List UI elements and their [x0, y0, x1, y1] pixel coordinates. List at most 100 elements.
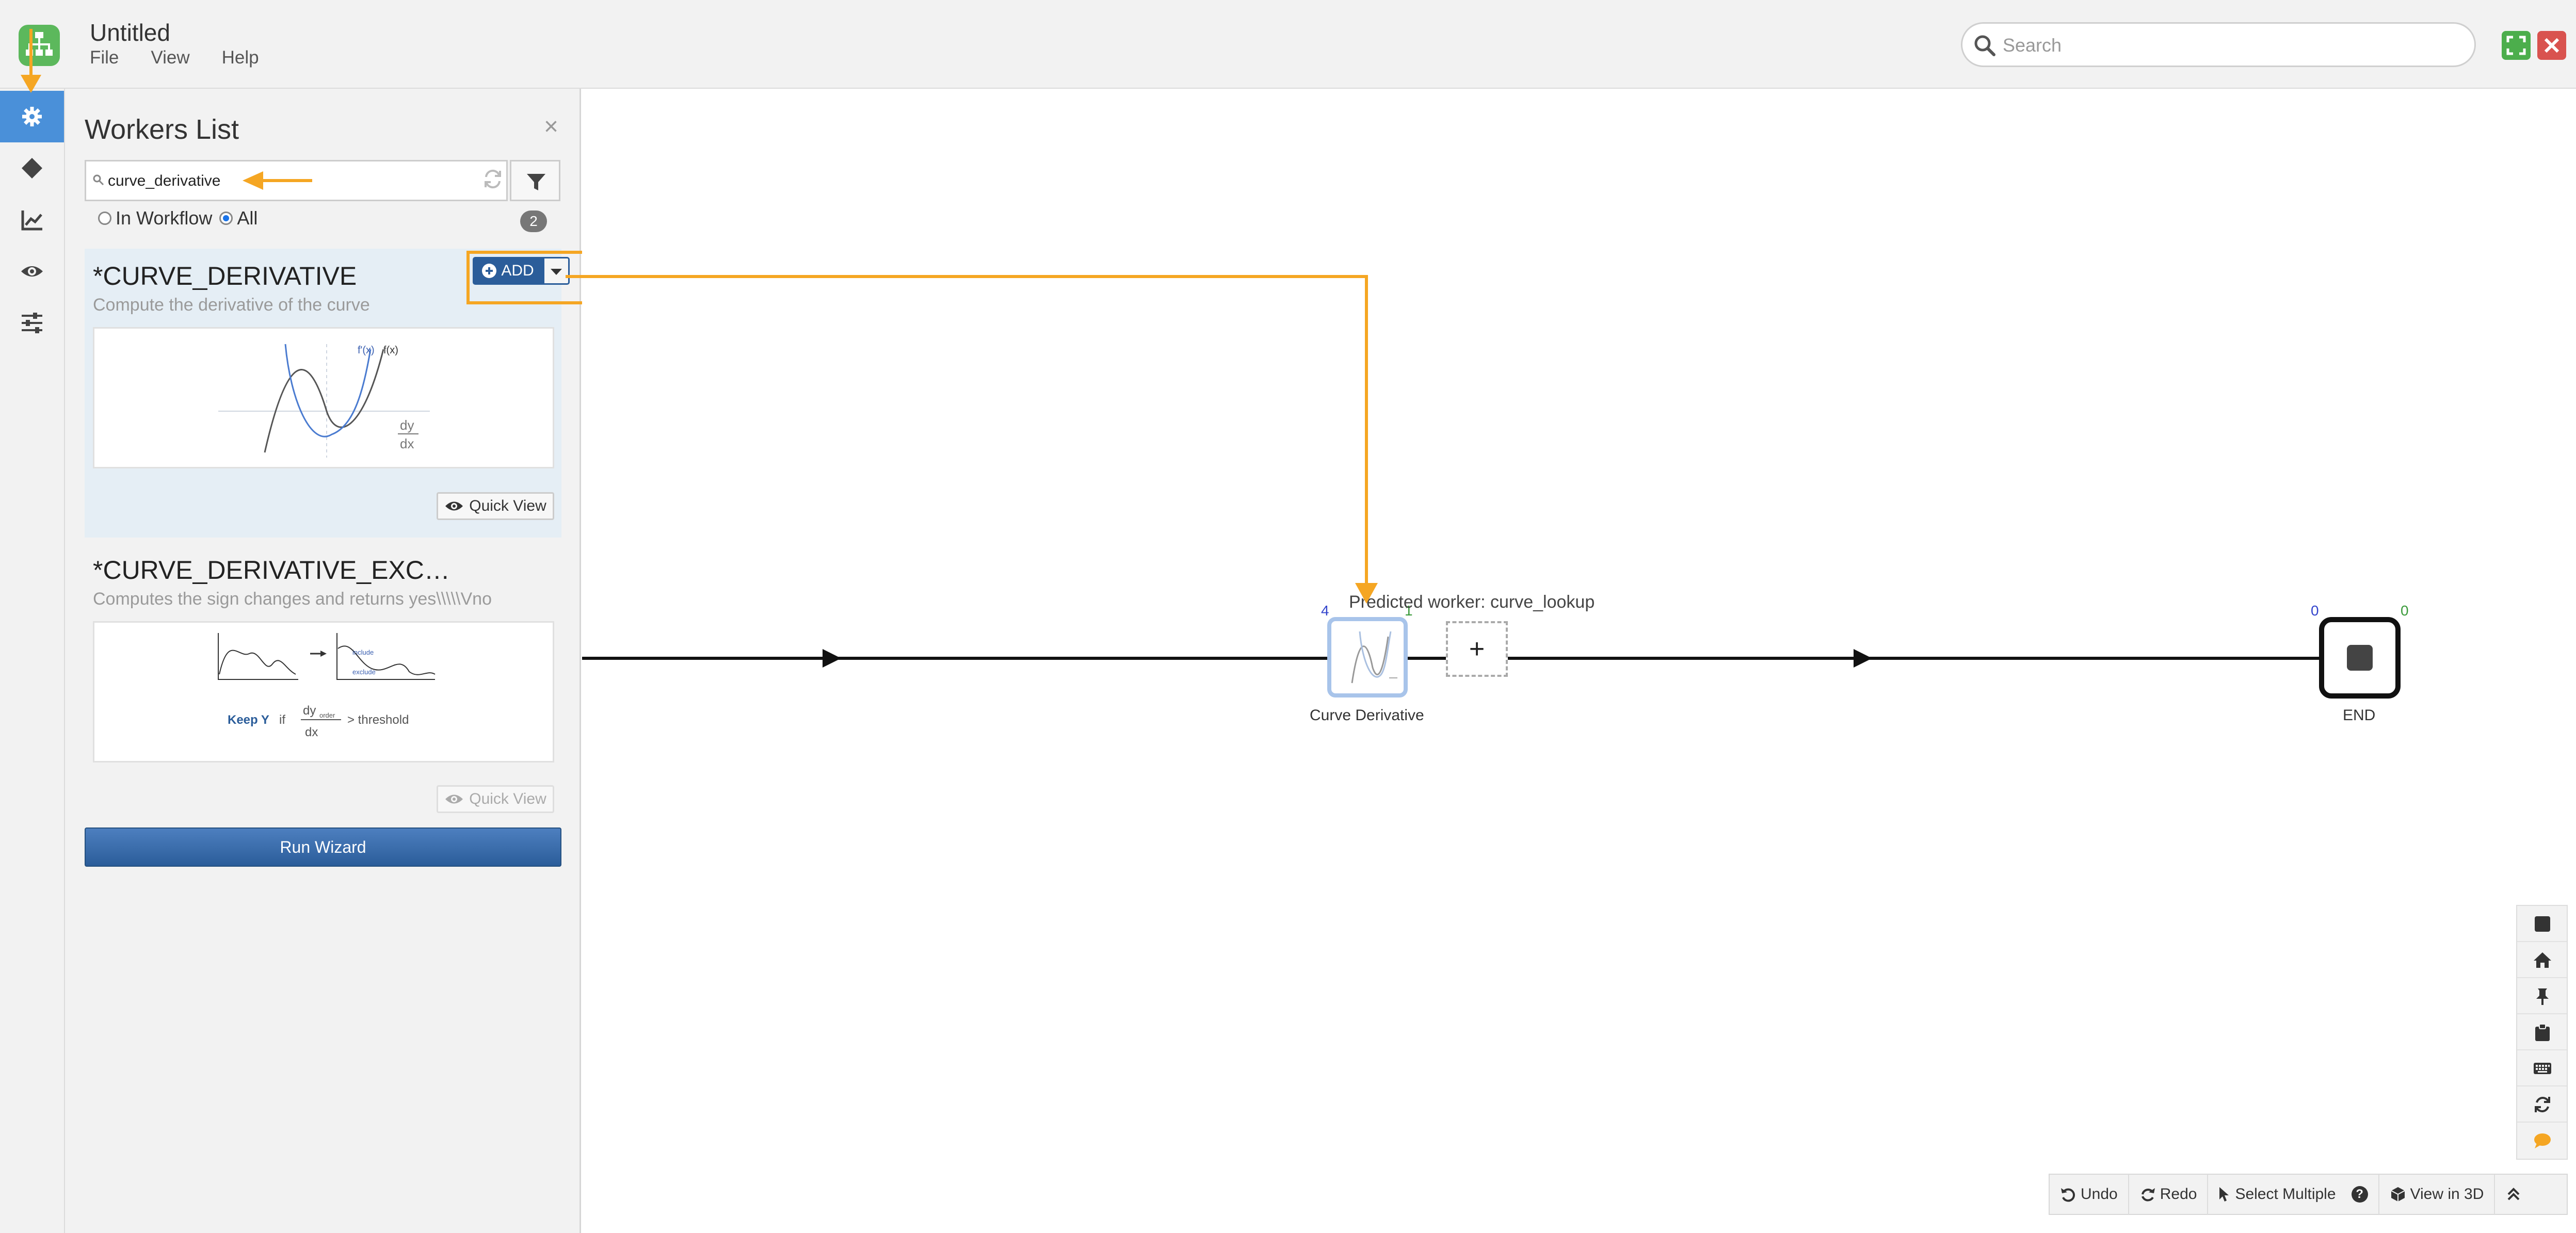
plus-circle-icon	[482, 264, 497, 278]
fullscreen-button[interactable]	[2502, 31, 2531, 60]
worker-card[interactable]: *CURVE_DERIVATIVE Compute the derivative…	[85, 249, 588, 538]
keyboard-icon	[2534, 1063, 2551, 1074]
document-title: Untitled	[90, 19, 170, 46]
global-search	[1961, 22, 2476, 67]
clipboard-tool-button[interactable]	[2517, 1014, 2567, 1050]
double-chevron-up-icon	[2507, 1188, 2520, 1200]
stop-icon	[2535, 916, 2550, 932]
scope-radio-group: In Workflow All	[98, 207, 257, 229]
clipboard-icon	[2535, 1024, 2550, 1041]
workflow-canvas[interactable]: 4 1 Curve Derivative Predicted worker: c…	[582, 89, 2576, 1233]
caret-down-icon	[551, 269, 562, 275]
view-3d-button[interactable]: View in 3D	[2379, 1174, 2496, 1214]
redo-icon	[2141, 1188, 2155, 1202]
quick-view-button[interactable]: Quick View	[437, 492, 554, 520]
preview-label: dx	[305, 725, 318, 739]
add-node-placeholder[interactable]: +	[1446, 621, 1508, 677]
stop-tool-button[interactable]	[2517, 906, 2567, 942]
add-worker-button[interactable]: ADD	[473, 257, 543, 285]
menu-help[interactable]: Help	[221, 47, 259, 68]
chat-tool-button[interactable]	[2517, 1123, 2567, 1159]
home-tool-button[interactable]	[2517, 942, 2567, 978]
node-label: END	[2343, 707, 2376, 724]
rail-item-settings[interactable]	[0, 297, 64, 349]
preview-label: exclude	[352, 668, 376, 676]
preview-label: > threshold	[347, 713, 409, 727]
filter-icon	[527, 174, 545, 190]
undo-button[interactable]: Undo	[2050, 1174, 2129, 1214]
select-multiple-label: Select Multiple	[2235, 1186, 2336, 1203]
preview-label: f'(x)	[358, 345, 375, 356]
search-icon	[1973, 34, 1997, 57]
undo-label: Undo	[2081, 1186, 2118, 1203]
sliders-icon	[22, 313, 42, 333]
eye-icon	[21, 266, 43, 277]
diamond-icon	[22, 158, 42, 179]
app-logo-icon[interactable]	[19, 25, 60, 66]
preview-label: include	[352, 648, 374, 656]
filter-button[interactable]	[510, 160, 560, 201]
gear-icon	[22, 107, 42, 126]
preview-label: if	[279, 713, 285, 727]
workflow-edges	[582, 649, 2320, 668]
help-icon: ?	[2351, 1186, 2368, 1203]
menu-view[interactable]: View	[151, 47, 190, 68]
run-wizard-button[interactable]: Run Wizard	[85, 828, 561, 867]
canvas-tools	[2516, 905, 2568, 1160]
help-button[interactable]: ?	[2341, 1174, 2379, 1214]
rail-item-chart[interactable]	[0, 194, 64, 246]
add-options-dropdown[interactable]	[543, 257, 570, 285]
preview-label: dy	[303, 704, 316, 718]
expand-icon	[2506, 36, 2526, 55]
close-window-button[interactable]	[2537, 31, 2566, 60]
preview-label: dy	[400, 417, 414, 433]
radio-label-in-workflow: In Workflow	[116, 207, 213, 229]
chart-line-icon	[21, 210, 42, 231]
node-input-count: 4	[1321, 603, 1329, 619]
radio-all[interactable]	[219, 212, 233, 225]
keyboard-tool-button[interactable]	[2517, 1050, 2567, 1086]
quick-view-label: Quick View	[469, 497, 546, 514]
curve-derivative-node[interactable]	[1327, 617, 1408, 697]
refresh-tool-button[interactable]	[2517, 1086, 2567, 1123]
rail-item-diamond[interactable]	[0, 142, 64, 194]
redo-button[interactable]: Redo	[2129, 1174, 2209, 1214]
quick-view-button[interactable]: Quick View	[437, 785, 554, 813]
select-multiple-button[interactable]: Select Multiple	[2208, 1174, 2341, 1214]
pin-tool-button[interactable]	[2517, 978, 2567, 1014]
end-node[interactable]	[2319, 617, 2401, 699]
cube-icon	[2391, 1187, 2405, 1202]
search-input[interactable]	[2002, 31, 2456, 60]
menu-bar: File View Help	[90, 47, 259, 68]
collapse-toolbar-button[interactable]	[2495, 1174, 2532, 1214]
menu-file[interactable]: File	[90, 47, 119, 68]
radio-in-workflow[interactable]	[98, 212, 111, 225]
node-output-count: 0	[2401, 603, 2409, 619]
refresh-icon[interactable]	[481, 168, 504, 190]
preview-label: dx	[400, 436, 414, 451]
home-icon	[2534, 952, 2551, 968]
node-output-count: 1	[1405, 603, 1413, 619]
worker-preview-image: include exclude Keep Y if dy order dx > …	[93, 621, 554, 762]
preview-label: f(x)	[383, 345, 398, 356]
worker-name: *CURVE_DERIVATIVE	[93, 262, 357, 290]
cursor-icon	[2219, 1187, 2229, 1202]
rail-item-workers[interactable]	[0, 91, 64, 142]
arrow-head	[243, 171, 263, 190]
redo-label: Redo	[2160, 1186, 2197, 1203]
worker-card[interactable]: *CURVE_DERIVATIVE_EXCEEDS_THRESHOLD Comp…	[85, 543, 561, 821]
left-icon-rail	[0, 89, 65, 1233]
rail-item-eye[interactable]	[0, 246, 64, 297]
view-3d-label: View in 3D	[2410, 1186, 2484, 1203]
predicted-worker-hint: Predicted worker: curve_lookup	[1349, 592, 1595, 612]
canvas-bottom-toolbar: Undo Redo Select Multiple ? View in 3D	[2049, 1174, 2568, 1215]
preview-label: Keep Y	[228, 713, 269, 727]
search-icon	[92, 174, 105, 186]
add-button-group: ADD	[473, 257, 570, 285]
arrow-head	[1355, 583, 1378, 604]
close-icon[interactable]: ×	[544, 113, 559, 140]
pin-icon	[2536, 988, 2549, 1005]
node-input-count: 0	[2311, 603, 2319, 619]
result-count-badge: 2	[520, 210, 547, 232]
